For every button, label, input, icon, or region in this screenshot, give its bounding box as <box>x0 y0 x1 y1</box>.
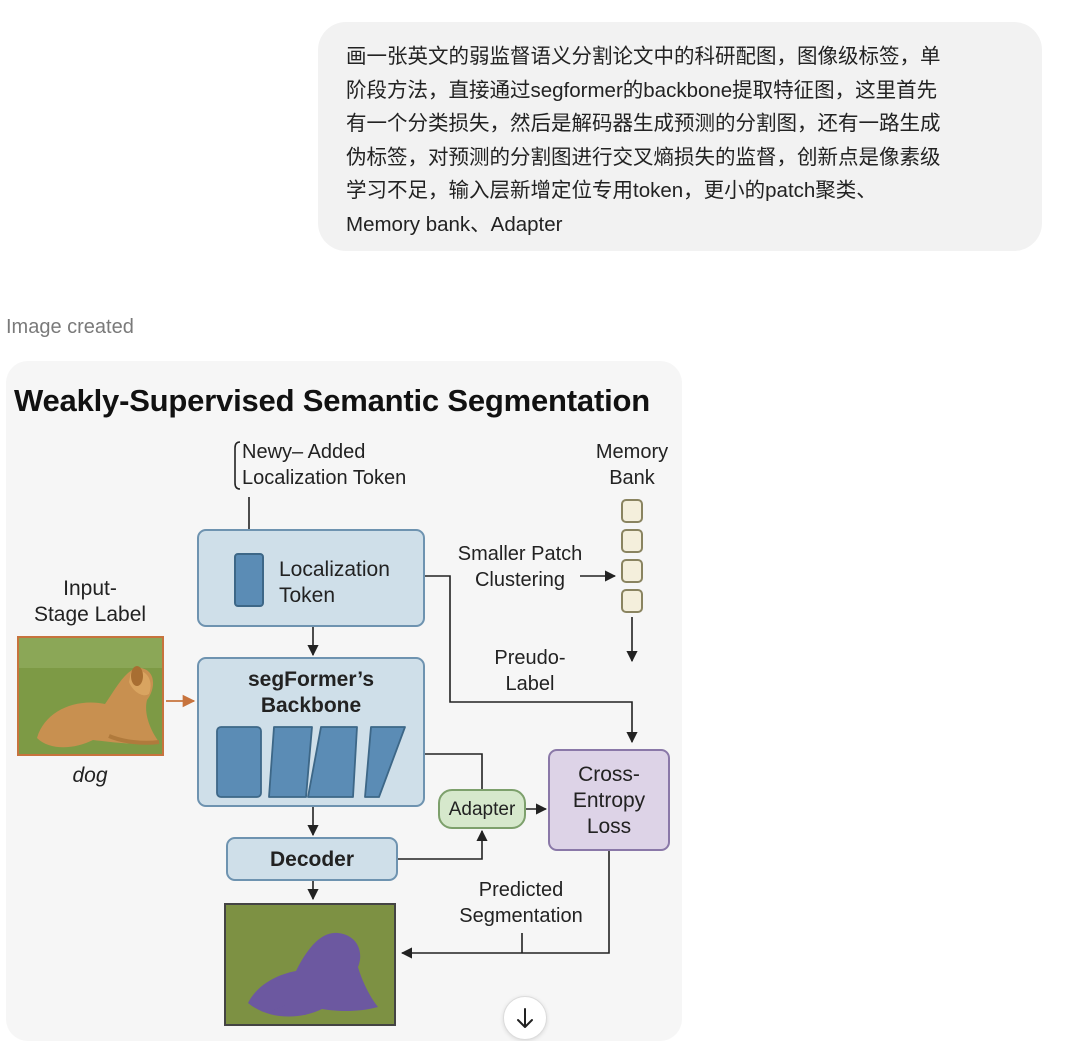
feature-map <box>307 726 358 798</box>
diagram-connectors <box>166 441 638 959</box>
label-line: Clustering <box>474 569 566 591</box>
user-message-line: 阶段方法，直接通过segformer的backbone提取特征图，这里首先 <box>346 78 938 102</box>
feature-map-stages <box>216 726 406 798</box>
label-line: Label <box>505 673 555 695</box>
label-line: Bank <box>609 467 655 489</box>
decoder-block: Decoder <box>226 837 398 881</box>
segformer-backbone-block: segFormer’s Backbone <box>197 657 425 807</box>
user-message-line: 有一个分类损失，然后是解码器生成预测的分割图，还有一路生成 <box>346 112 941 136</box>
label-line: Predicted <box>478 879 564 901</box>
arrow <box>425 575 638 744</box>
localization-token-label: Localization Token <box>279 557 390 609</box>
memory-slot <box>621 559 643 583</box>
label-line: Input- <box>63 577 117 600</box>
feature-map <box>216 726 262 798</box>
label-line: Backbone <box>260 694 362 717</box>
note-line: Newy– Added <box>242 441 366 463</box>
decoder-label: Decoder <box>269 848 355 871</box>
token-icon <box>234 553 264 607</box>
feature-map <box>268 726 313 798</box>
pseudo-label-text: Preudo- Label <box>478 645 582 697</box>
smaller-patch-clustering-label: Smaller Patch Clustering <box>450 541 590 593</box>
memory-slot <box>621 529 643 553</box>
user-message-line: 伪标签，对预测的分割图进行交叉熵损失的监督，创新点是像素级 <box>346 145 941 169</box>
arrow-down-icon <box>517 1008 533 1028</box>
label-line: segFormer’s <box>247 668 375 691</box>
label-line: Cross- <box>578 763 640 786</box>
arrow <box>400 851 610 959</box>
localization-token-block: Localization Token <box>197 529 425 627</box>
arrow <box>425 753 483 789</box>
backbone-label: segFormer’s Backbone <box>199 667 423 719</box>
input-dog-photo <box>17 636 164 756</box>
cross-entropy-loss-block: Cross- Entropy Loss <box>548 749 670 851</box>
label-line: Entropy <box>572 789 646 812</box>
adapter-label: Adapter <box>448 799 516 820</box>
label-line: Segmentation <box>459 905 583 927</box>
scroll-down-button[interactable] <box>503 996 547 1040</box>
user-message-line: 学习不足，输入层新增定位专用token，更小的patch聚类、 <box>346 179 877 203</box>
generated-image[interactable]: Weakly-Supervised Semantic Segmentation … <box>6 361 682 1041</box>
figure-title: Weakly-Supervised Semantic Segmentation <box>14 383 650 418</box>
memory-slot <box>621 499 643 523</box>
feature-map <box>364 726 406 798</box>
user-message-line: Memory bank、Adapter <box>346 212 563 236</box>
image-created-status: Image created <box>6 316 134 338</box>
adapter-block: Adapter <box>438 789 526 829</box>
label-line: Smaller Patch <box>457 543 583 565</box>
bracket <box>234 441 241 490</box>
label-line: Memory <box>595 441 669 463</box>
segmentation-output <box>224 903 396 1026</box>
input-caption: dog <box>72 764 108 787</box>
note-line: Localization Token <box>242 467 407 489</box>
label-line: Stage Label <box>33 603 147 626</box>
predicted-segmentation-label: Predicted Segmentation <box>446 877 596 929</box>
label-line: Localization <box>279 558 390 581</box>
user-message-line: 画一张英文的弱监督语义分割论文中的科研配图，图像级标签，单 <box>346 45 941 68</box>
memory-bank-label: Memory Bank <box>586 439 678 491</box>
arrow <box>398 829 488 860</box>
new-token-note: Newy– Added Localization Token <box>242 439 406 491</box>
label-line: Loss <box>586 815 632 838</box>
input-stage-label: Input- Stage Label <box>20 576 160 628</box>
memory-slot <box>621 589 643 613</box>
label-line: Token <box>279 584 336 607</box>
label-line: Preudo- <box>494 647 566 669</box>
user-message-bubble: 画一张英文的弱监督语义分割论文中的科研配图，图像级标签，单 阶段方法，直接通过s… <box>318 22 1042 251</box>
loss-label: Cross- Entropy Loss <box>550 762 668 840</box>
